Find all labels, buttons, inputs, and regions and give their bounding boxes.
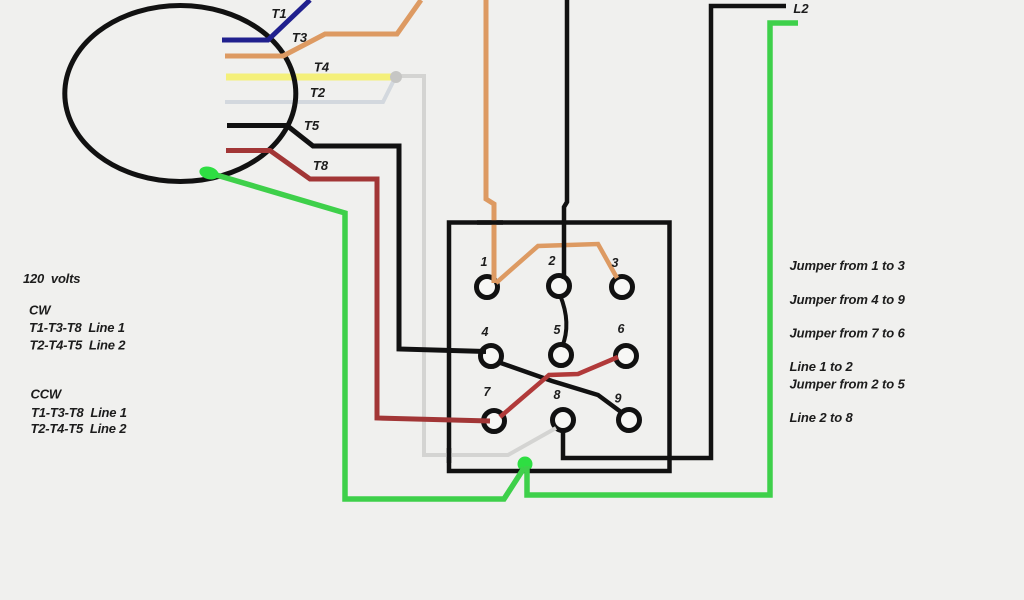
svg-text:9: 9 <box>615 392 622 406</box>
svg-text:CW: CW <box>29 303 52 318</box>
svg-text:T5: T5 <box>304 118 320 133</box>
svg-text:T1-T3-T8 Line 1: T1-T3-T8 Line 1 <box>31 405 127 420</box>
svg-text:T1-T3-T8 Line 1: T1-T3-T8 Line 1 <box>29 320 125 335</box>
svg-text:Jumper from 2 to 5: Jumper from 2 to 5 <box>790 377 906 392</box>
svg-text:2: 2 <box>548 254 556 268</box>
svg-text:4: 4 <box>481 325 489 339</box>
svg-text:Jumper from 4 to 9: Jumper from 4 to 9 <box>790 292 906 307</box>
svg-text:1: 1 <box>481 255 488 269</box>
svg-text:Jumper from 7 to 6: Jumper from 7 to 6 <box>790 326 906 341</box>
svg-text:120 volts: 120 volts <box>23 271 80 286</box>
svg-text:Line 2 to 8: Line 2 to 8 <box>790 410 854 425</box>
svg-text:T3: T3 <box>292 30 308 45</box>
svg-text:L2: L2 <box>793 1 809 16</box>
svg-text:T2-T4-T5 Line 2: T2-T4-T5 Line 2 <box>31 421 128 436</box>
svg-text:T8: T8 <box>313 158 329 173</box>
svg-text:6: 6 <box>618 322 626 336</box>
svg-text:T4: T4 <box>314 60 330 75</box>
svg-text:8: 8 <box>554 388 561 402</box>
svg-text:Jumper from 1 to 3: Jumper from 1 to 3 <box>790 258 906 273</box>
svg-text:T2: T2 <box>310 85 326 100</box>
svg-text:T1: T1 <box>271 6 286 21</box>
svg-text:7: 7 <box>484 385 492 399</box>
svg-text:T2-T4-T5 Line 2: T2-T4-T5 Line 2 <box>30 338 127 353</box>
svg-text:3: 3 <box>612 256 619 270</box>
svg-text:5: 5 <box>554 323 562 337</box>
svg-text:Line 1 to 2: Line 1 to 2 <box>790 359 854 374</box>
svg-text:CCW: CCW <box>31 387 63 402</box>
